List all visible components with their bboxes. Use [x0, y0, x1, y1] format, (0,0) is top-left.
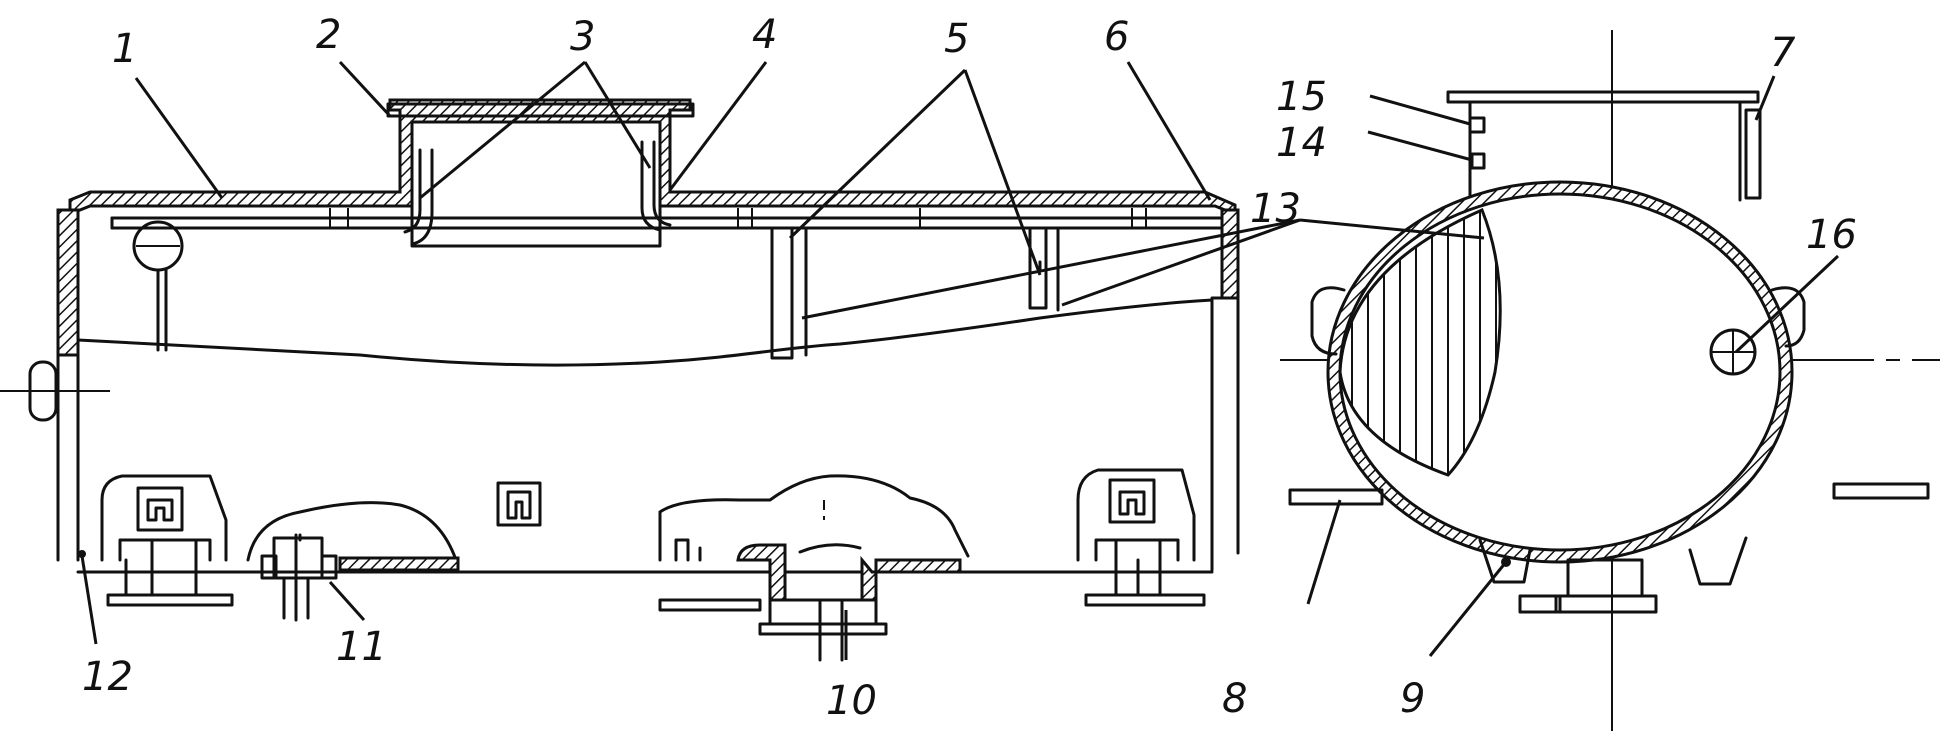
callout-8: 8: [1222, 676, 1247, 722]
callout-labels: 1 2 3 4 5 6 7 8 9 10 11 12 13 14 15 16: [82, 12, 1857, 724]
drain-valve: [260, 533, 338, 622]
end-dome-lid: [1446, 90, 1760, 104]
leader-lines: [80, 60, 1840, 660]
marking-symbol: [496, 481, 542, 527]
end-view: [1280, 30, 1940, 731]
right-end-wall: [1220, 208, 1240, 300]
dome-lid: [386, 102, 695, 118]
section-cut: [1338, 208, 1502, 477]
callout-12: 12: [82, 654, 133, 700]
left-end-wall: [56, 208, 80, 357]
left-support: [100, 474, 234, 607]
bottom-outlet: [736, 543, 962, 662]
callout-11: 11: [336, 624, 387, 670]
callout-14: 14: [1276, 120, 1327, 166]
callout-16: 16: [1806, 212, 1857, 258]
callout-13: 13: [1250, 186, 1301, 232]
callout-10: 10: [826, 678, 877, 724]
callout-4: 4: [752, 12, 777, 58]
hatched-floor-left: [338, 556, 460, 572]
callout-1: 1: [112, 26, 137, 72]
callout-15: 15: [1276, 74, 1327, 120]
callout-2: 2: [316, 12, 341, 58]
callout-6: 6: [1104, 14, 1129, 60]
callout-3: 3: [570, 14, 595, 60]
callout-9: 9: [1400, 676, 1425, 722]
callout-7: 7: [1770, 30, 1796, 76]
side-view: [0, 98, 1240, 662]
right-support: [1076, 468, 1206, 607]
callout-5: 5: [944, 16, 969, 62]
break-line: [76, 298, 1214, 367]
